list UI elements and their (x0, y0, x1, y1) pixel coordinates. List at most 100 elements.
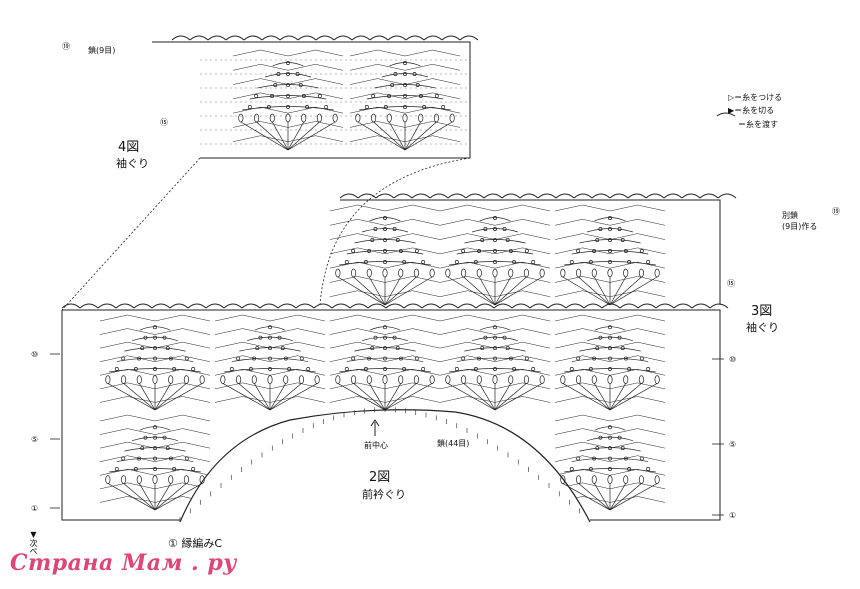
pineapple-row (346, 250, 424, 255)
pineapple-row (354, 239, 416, 244)
fan-stitch-top (168, 375, 174, 384)
chevron-chain (554, 369, 666, 376)
picot (623, 456, 628, 461)
fold-line (61, 157, 201, 311)
picot (608, 435, 612, 440)
picot (403, 94, 407, 98)
picot (398, 249, 403, 253)
pineapple-row (579, 347, 641, 352)
picot (252, 356, 257, 361)
picot (415, 83, 420, 87)
neckline (179, 409, 591, 523)
picot (461, 356, 466, 361)
chart-outline (61, 35, 737, 589)
fan-stitch-top (560, 475, 566, 484)
chevron-chain (329, 204, 441, 212)
picot (418, 94, 423, 98)
pineapple-row (369, 217, 401, 222)
fan-stitch-top (152, 375, 158, 384)
edge-arc (133, 303, 153, 309)
fan-stitch (609, 483, 658, 511)
fig3-border (340, 199, 721, 305)
picot (153, 467, 157, 471)
chevron-chain (439, 355, 551, 362)
picot (287, 367, 292, 371)
fan-stitch (609, 483, 642, 511)
picot (153, 325, 157, 330)
picot (344, 367, 349, 371)
picot (286, 105, 290, 109)
picot (595, 446, 600, 451)
fan-stitch-top (386, 113, 392, 123)
fan-stitch-top (136, 475, 142, 484)
fan-stitch-top (199, 475, 205, 484)
edge-arc (511, 303, 531, 309)
fold-line (319, 157, 471, 306)
chevron-chain (232, 49, 344, 57)
picot (493, 346, 497, 351)
pineapple-row (579, 447, 641, 452)
picot (268, 325, 272, 330)
edge-arc (357, 193, 377, 199)
picot (620, 238, 625, 242)
fan-stitch-top (267, 375, 273, 384)
fig4-row-top-marker: ⑲ (62, 42, 70, 51)
legend-carry: ＝糸を渡す (738, 120, 778, 129)
picot (623, 249, 628, 253)
fan-stitch (609, 383, 627, 411)
picot (191, 467, 196, 471)
picot (576, 456, 581, 461)
picot (461, 249, 466, 253)
fan-stitch-top (576, 375, 582, 384)
edge-arc (79, 303, 99, 309)
pineapple-row (456, 357, 534, 362)
picot (387, 94, 392, 98)
edge-arc (421, 303, 441, 309)
chevron-chain (329, 219, 441, 226)
fan-stitch (463, 276, 496, 306)
picot (383, 346, 387, 351)
fan-stitch (609, 483, 627, 511)
picot (295, 72, 300, 76)
fan-stitch-top (283, 375, 289, 384)
fan-stitch (154, 483, 187, 511)
edge-arc (97, 303, 117, 309)
fan-stitch-top (382, 375, 388, 384)
fig3-chain-label: 別鎖 (9目)作る (782, 211, 818, 231)
fan-stitch (494, 276, 527, 306)
fig2-chain-label: 鎖(44目) (437, 439, 470, 448)
edge-arc (663, 193, 683, 199)
picot (392, 227, 397, 231)
picot (398, 356, 403, 361)
picot (434, 94, 439, 98)
picot (576, 249, 581, 253)
chevron-chain (349, 64, 461, 71)
right-row-marker: ① (729, 511, 737, 520)
fan-stitch (368, 383, 386, 411)
fan-stitch-top (607, 475, 613, 484)
fan-stitch-top (429, 268, 435, 278)
picot (390, 83, 395, 87)
picot (402, 367, 407, 371)
chevron-chain (99, 428, 211, 435)
picot (137, 456, 142, 461)
fan-stitch (609, 276, 658, 306)
fan-stitch-top (121, 475, 127, 484)
fan-stitch-top (371, 113, 377, 123)
picot (480, 238, 485, 242)
pineapple-row (124, 447, 186, 452)
chevron-chain (329, 261, 441, 269)
watermark: Страна Мам . ру (10, 550, 237, 576)
pineapple-row (139, 426, 171, 431)
pineapple-row (257, 84, 319, 89)
fan-stitch (287, 121, 305, 151)
edge-arc (441, 35, 461, 41)
picot (299, 356, 304, 361)
pineapple-row (109, 368, 201, 373)
edge-arc (493, 303, 513, 309)
picot (617, 435, 622, 440)
picot (268, 335, 272, 340)
picot (268, 356, 272, 361)
picot (168, 356, 173, 361)
fan-stitch-top (623, 475, 629, 484)
